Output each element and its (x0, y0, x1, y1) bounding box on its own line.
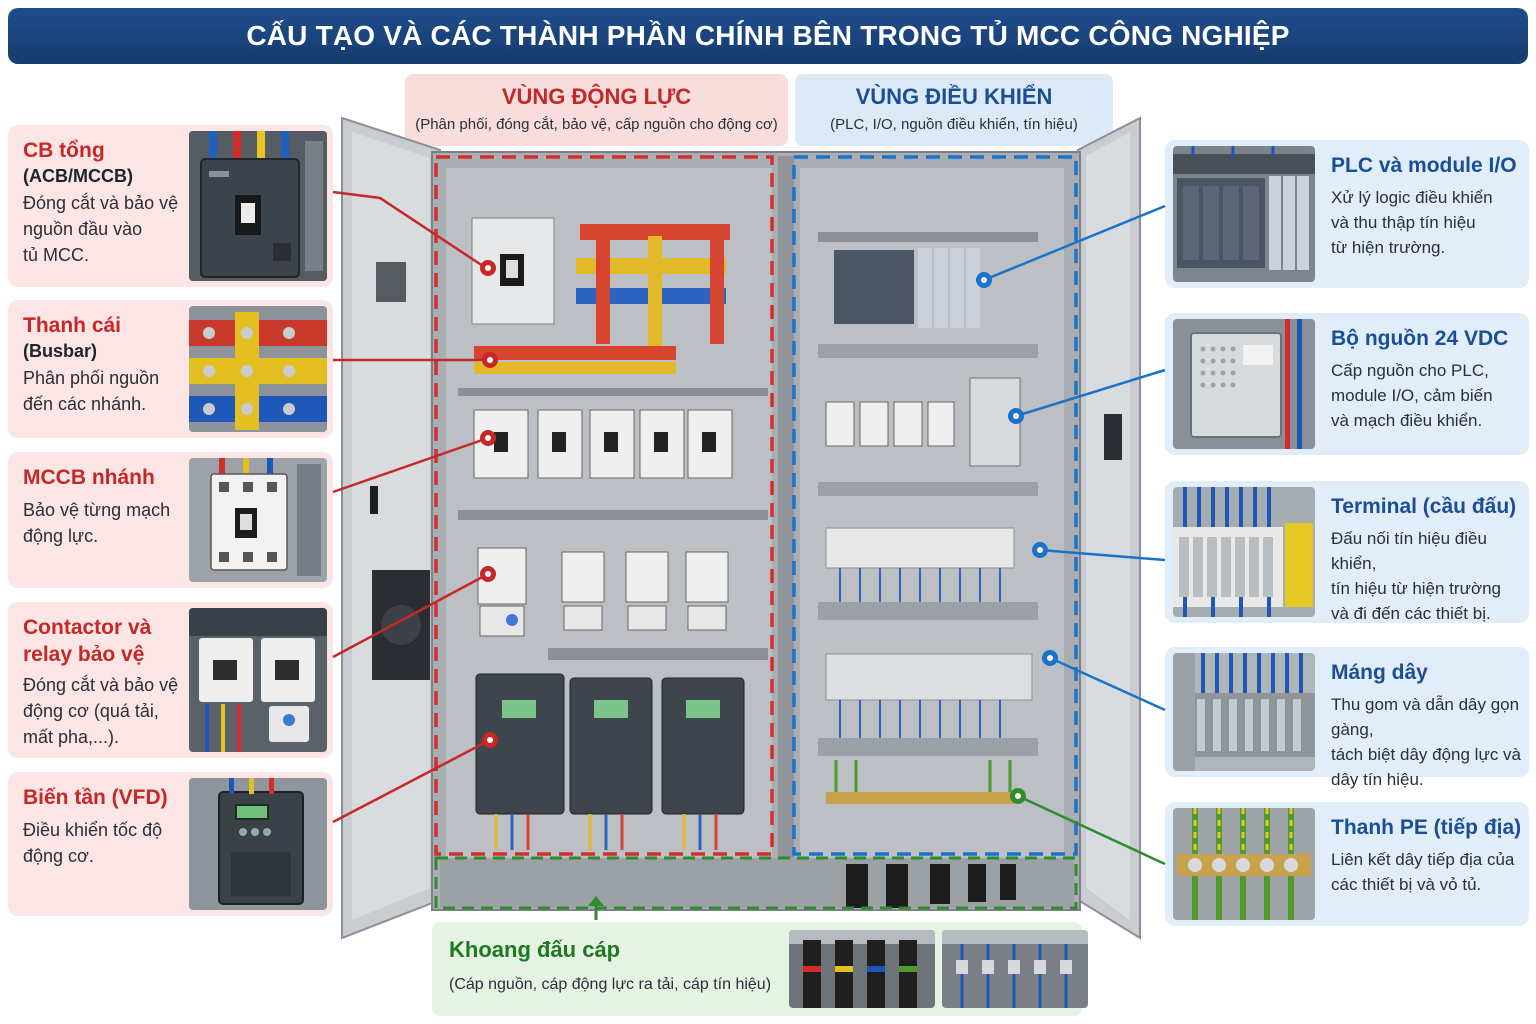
card-desc-line: động lực. (23, 526, 99, 546)
cable-zone-subtitle: (Cáp nguồn, cáp động lực ra tải, cáp tín… (449, 976, 772, 993)
card-contactor: Contactor và relay bảo vệ Đóng cắt và bả… (8, 602, 333, 758)
card-desc-line: nguồn đầu vào (23, 219, 143, 239)
card-desc-line: Điều khiển tốc độ (23, 820, 163, 840)
card-title: Thanh PE (tiếp địa) (1331, 816, 1522, 839)
card-subtitle: (Busbar) (23, 341, 98, 361)
card-desc-line: và thu thập tín hiệu (1331, 213, 1476, 232)
card-title: Biến tần (VFD) (23, 786, 168, 809)
card-title: Terminal (cầu đấu) (1331, 495, 1517, 518)
card-plc: PLC và module I/O Xử lý logic điều khiển… (1165, 140, 1529, 288)
card-desc-line: module I/O, cảm biến (1331, 386, 1493, 405)
card-desc-line: Xử lý logic điều khiển (1331, 188, 1493, 207)
card-subtitle: (ACB/MCCB) (23, 166, 133, 186)
title-banner: CẤU TẠO VÀ CÁC THÀNH PHẦN CHÍNH BÊN TRON… (8, 8, 1528, 64)
control-zone-header: VÙNG ĐIỀU KHIỂN (PLC, I/O, nguồn điều kh… (795, 74, 1113, 146)
power-zone-frame (434, 155, 774, 856)
card-title: PLC và module I/O (1331, 154, 1517, 177)
power-cable-gland-icon (789, 930, 935, 1008)
card-desc-line: Liên kết dây tiếp địa của (1331, 850, 1515, 869)
page-title: CẤU TẠO VÀ CÁC THÀNH PHẦN CHÍNH BÊN TRON… (246, 20, 1290, 51)
cable-zone-title: Khoang đấu cáp (449, 937, 621, 962)
card-title: Bộ nguồn 24 VDC (1331, 327, 1509, 350)
card-desc-line: từ hiện trường. (1331, 238, 1446, 257)
control-zone-subtitle: (PLC, I/O, nguồn điều khiển, tín hiệu) (830, 116, 1078, 133)
power-supply-icon (1173, 319, 1315, 449)
card-desc-line: và mạch điều khiển. (1331, 411, 1483, 430)
card-desc-line: tín hiệu từ hiện trường (1331, 579, 1501, 598)
card-desc-line: Phân phối nguồn (23, 368, 160, 388)
busbar-icon (189, 306, 327, 432)
card-title: CB tổng (23, 139, 105, 162)
card-busbar: Thanh cái (Busbar) Phân phối nguồn đến c… (8, 300, 333, 438)
card-title-line: relay bảo vệ (23, 643, 145, 666)
cable-zone-frame (434, 856, 1078, 910)
arrow-up-icon (588, 896, 604, 906)
card-title: Máng dây (1331, 661, 1428, 684)
card-desc-line: dây tín hiệu. (1331, 770, 1424, 789)
contactor-icon (189, 608, 327, 752)
card-title: MCCB nhánh (23, 466, 155, 489)
card-desc-line: Đóng cắt và bảo vệ (23, 675, 179, 695)
card-vfd: Biến tần (VFD) Điều khiển tốc độ động cơ… (8, 772, 333, 916)
card-main-breaker: CB tổng (ACB/MCCB) Đóng cắt và bảo vệ ng… (8, 125, 333, 287)
card-title-line: Contactor và (23, 616, 152, 639)
wire-duct-icon (1173, 653, 1315, 771)
card-desc-line: tách biệt dây động lực và (1331, 745, 1521, 764)
power-zone-title: VÙNG ĐỘNG LỰC (501, 84, 692, 109)
plc-icon (1173, 146, 1315, 282)
card-desc-line: động cơ. (23, 846, 94, 866)
card-desc-line: mất pha,...). (23, 727, 120, 747)
power-zone-equipment (458, 217, 768, 850)
card-desc-line: Cấp nguồn cho PLC, (1331, 361, 1489, 380)
mccb-breaker-icon (189, 131, 327, 281)
vfd-icon (189, 778, 327, 910)
right-door (1077, 116, 1141, 940)
card-cable-compartment: Khoang đấu cáp (Cáp nguồn, cáp động lực … (432, 922, 1088, 1016)
card-power-supply: Bộ nguồn 24 VDC Cấp nguồn cho PLC, modul… (1165, 313, 1529, 455)
card-desc-line: và đi đến các thiết bị. (1331, 604, 1491, 623)
card-title: Thanh cái (23, 314, 122, 337)
ground-bar-icon (1173, 808, 1315, 920)
card-wire-duct: Máng dây Thu gom và dẫn dây gọn gàng, tá… (1165, 647, 1529, 789)
card-desc-line: Bảo vệ từng mạch (23, 500, 171, 520)
branch-breaker-icon (189, 458, 327, 582)
card-desc-line: động cơ (quá tải, (23, 701, 159, 721)
card-ground-bar: Thanh PE (tiếp địa) Liên kết dây tiếp đị… (1165, 802, 1529, 926)
control-zone-title: VÙNG ĐIỀU KHIỂN (855, 84, 1053, 109)
card-desc-line: Đấu nối tín hiệu điều khiển, (1331, 529, 1487, 573)
control-zone-frame (792, 155, 1078, 856)
signal-cable-gland-icon (942, 930, 1088, 1008)
card-desc-line: các thiết bị và vỏ tủ. (1331, 875, 1482, 894)
terminal-block-icon (1173, 487, 1315, 617)
card-branch-breaker: MCCB nhánh Bảo vệ từng mạch động lực. (8, 452, 333, 588)
left-door (341, 116, 441, 940)
power-zone-subtitle: (Phân phối, đóng cắt, bảo vệ, cấp nguồn … (415, 116, 778, 133)
card-desc-line: Đóng cắt và bảo vệ (23, 193, 179, 213)
power-zone-header: VÙNG ĐỘNG LỰC (Phân phối, đóng cắt, bảo … (405, 74, 788, 146)
control-zone-equipment (818, 232, 1038, 804)
card-desc-line: đến các nhánh. (23, 394, 147, 414)
card-desc-line: tủ MCC. (23, 245, 90, 265)
card-terminal: Terminal (cầu đấu) Đấu nối tín hiệu điều… (1165, 481, 1529, 623)
card-desc-line: Thu gom và dẫn dây gọn gàng, (1331, 695, 1520, 739)
